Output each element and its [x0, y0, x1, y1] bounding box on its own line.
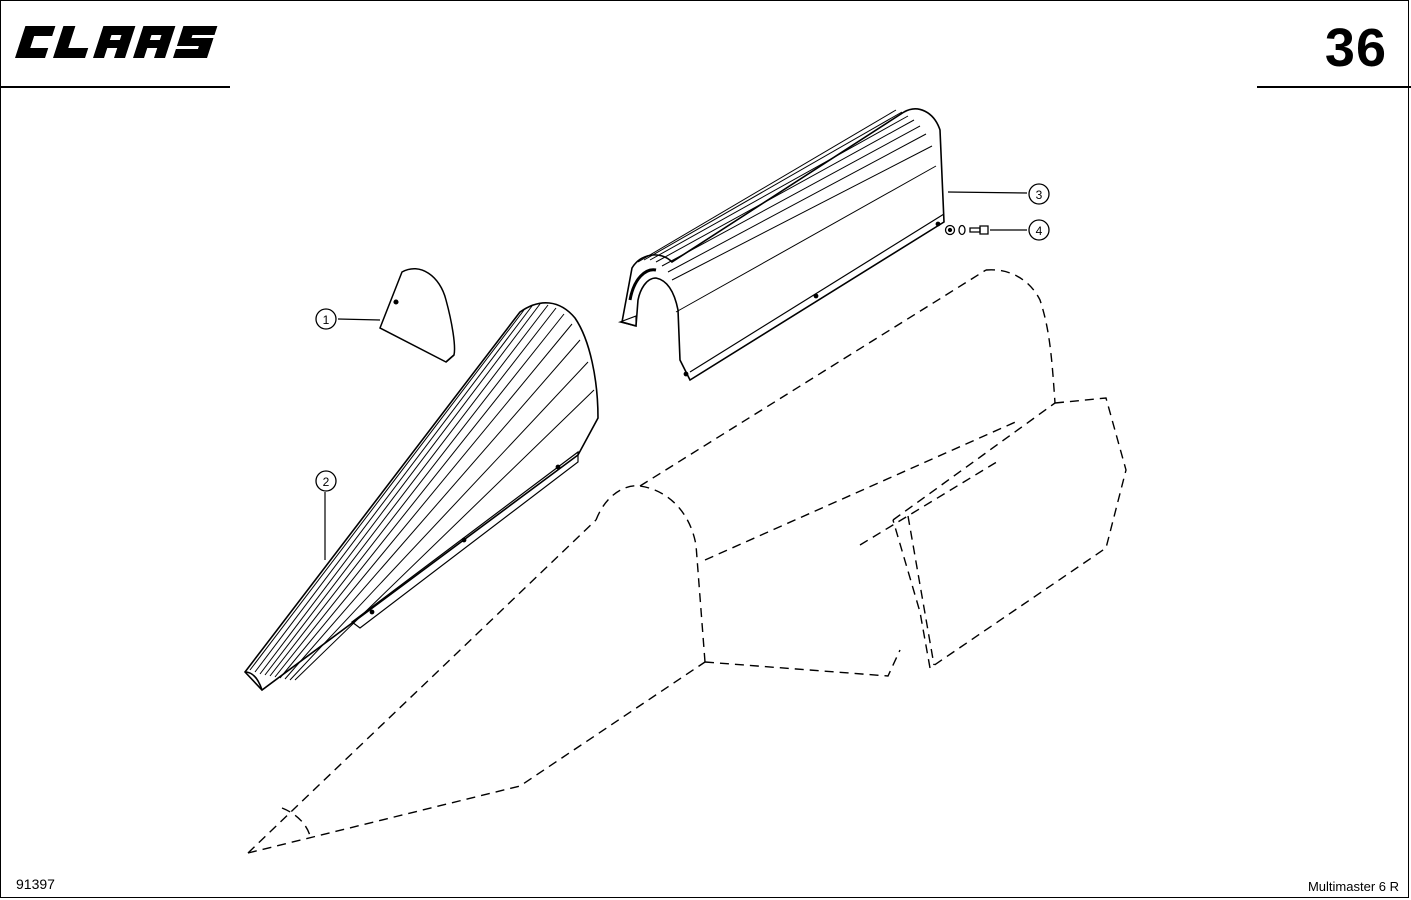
callout-1: 1: [315, 308, 337, 330]
drawing-number: 91397: [16, 876, 55, 892]
callout-label-2: 2: [323, 475, 330, 489]
tapered-divider-cover: [243, 302, 599, 692]
callout-4: 4: [1028, 219, 1050, 241]
header-rule-left: [0, 86, 230, 88]
claas-logo: [15, 26, 218, 58]
callout-label-4: 4: [1036, 224, 1043, 238]
leader-lines: [324, 191, 1028, 560]
model-name: Multimaster 6 R: [1307, 879, 1399, 894]
divider-frame-outline: [247, 269, 1127, 854]
fastener-set: [944, 224, 989, 236]
callout-3: 3: [1028, 183, 1050, 205]
small-end-cap: [379, 267, 456, 363]
rear-hood-cover: [617, 108, 945, 382]
callout-label-3: 3: [1036, 188, 1043, 202]
callout-label-1: 1: [323, 313, 330, 327]
page-number: 36: [1324, 18, 1387, 78]
header-rule-right: [1257, 86, 1411, 88]
callout-2: 2: [315, 470, 337, 492]
